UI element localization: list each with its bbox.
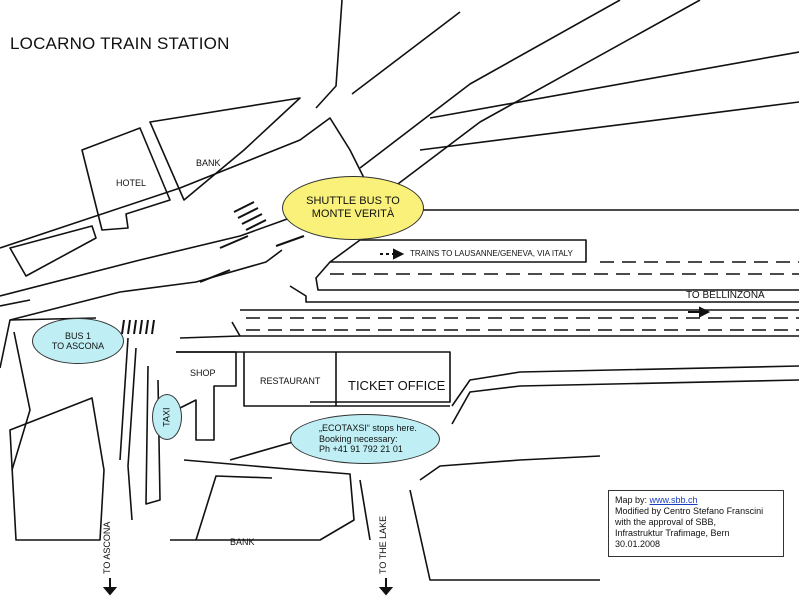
bank-top-building (149, 97, 301, 201)
bus-line-2: TO ASCONA (51, 341, 105, 351)
credit-line-1: Map by: www.sbb.ch (615, 495, 783, 506)
ticket-office-label: TICKET OFFICE (348, 378, 446, 393)
ecotaxi-callout: „ECOTAXSI“ stops here. Booking necessary… (290, 414, 440, 464)
trains-direction-label: TRAINS TO LAUSANNE/GENEVA, VIA ITALY (410, 249, 573, 258)
restaurant-building (243, 352, 336, 407)
taxi-callout: TAXI (152, 394, 182, 440)
ecotaxi-line-3: Ph +41 91 792 21 01 (319, 444, 403, 455)
ascona-direction-label: TO ASCONA (102, 521, 112, 574)
road-edge-lower (0, 217, 291, 297)
restaurant-label: RESTAURANT (260, 376, 321, 386)
shop-building (175, 351, 237, 441)
credit-line-4: Infrastruktur Trafimage, Bern (615, 528, 730, 538)
ecotaxi-line-1: „ECOTAXSI“ stops here. (319, 423, 417, 434)
sbb-link[interactable]: www.sbb.ch (649, 495, 698, 505)
bellinzona-direction-label: TO BELLINZONA (686, 290, 765, 301)
hotel-building (81, 127, 171, 231)
credit-map-by: Map by: (615, 495, 650, 505)
bus-line-1: BUS 1 (64, 330, 91, 341)
credit-line-2: Modified by Centro Stefano Franscini (615, 506, 764, 516)
ecotaxi-line-2: Booking necessary: (319, 433, 398, 444)
bus-stop-callout: BUS 1 TO ASCONA (32, 318, 124, 364)
bank-top-label: BANK (196, 158, 221, 168)
map-title: LOCARNO TRAIN STATION (10, 34, 230, 53)
ticket-office-building (335, 352, 450, 407)
shuttle-line-1: SHUTTLE BUS TO (306, 195, 400, 208)
shuttle-line-2: MONTE VERITÀ (311, 208, 395, 220)
credit-line-3: with the approval of SBB, (615, 517, 717, 527)
shuttle-bus-callout: SHUTTLE BUS TO MONTE VERITÀ (282, 176, 424, 240)
credit-box: Map by: www.sbb.ch Modified by Centro St… (608, 490, 784, 557)
station-building (176, 351, 451, 403)
lake-direction-label: TO THE LAKE (378, 515, 388, 574)
shop-label: SHOP (190, 368, 216, 378)
taxi-label: TAXI (161, 407, 172, 427)
bank-bottom-label: BANK (230, 537, 255, 547)
credit-line-5: 30.01.2008 (615, 539, 661, 549)
hotel-label: HOTEL (116, 178, 147, 188)
